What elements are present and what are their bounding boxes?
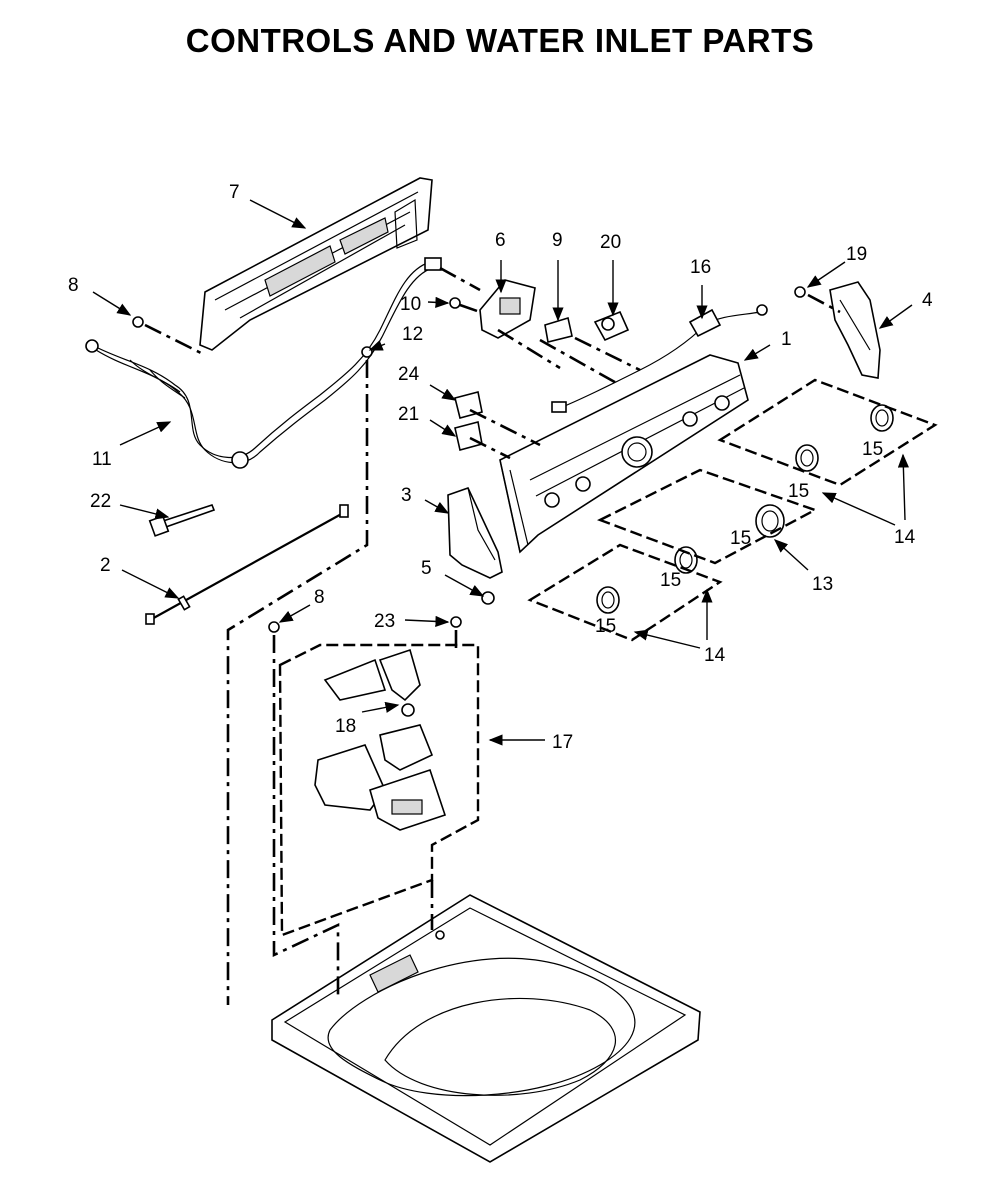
callout-15a: 15 <box>862 439 883 460</box>
callout-15c: 15 <box>730 528 751 549</box>
callout-8: 8 <box>68 275 79 296</box>
callout-5: 5 <box>421 558 432 579</box>
part-2-rod <box>145 504 349 625</box>
part-17-water-valve-box <box>278 643 480 937</box>
washer-top <box>271 894 701 1163</box>
callout-7: 7 <box>229 182 240 203</box>
callout-11: 11 <box>92 449 112 470</box>
part-1-console <box>499 354 749 554</box>
callout-2: 2 <box>100 555 111 576</box>
assembly-lines <box>144 266 841 1005</box>
callout-18: 18 <box>335 716 356 737</box>
part-16-sensor-wire <box>551 304 768 413</box>
part-4-end-bracket <box>794 281 881 379</box>
callout-20: 20 <box>600 232 621 253</box>
callout-6: 6 <box>495 230 506 251</box>
callout-9: 9 <box>552 230 563 251</box>
callout-8b: 8 <box>314 587 325 608</box>
callout-15d: 15 <box>660 570 681 591</box>
callout-13: 13 <box>812 574 833 595</box>
callout-24: 24 <box>398 364 420 385</box>
knob-kit-outlines <box>527 378 938 642</box>
callout-22: 22 <box>90 491 111 512</box>
callout-15b: 15 <box>788 481 809 502</box>
callout-1: 1 <box>781 329 792 350</box>
callout-16: 16 <box>690 257 711 278</box>
callout-labels: 7 8 11 22 2 10 12 6 9 20 16 1 19 4 24 21… <box>68 182 933 753</box>
callout-23: 23 <box>374 611 395 632</box>
callout-15e: 15 <box>595 616 616 637</box>
part-3-bracket <box>447 487 503 605</box>
callout-14b: 14 <box>704 645 726 666</box>
callout-21: 21 <box>398 404 419 425</box>
screw-parts <box>132 297 462 633</box>
part-11-wire-harness <box>85 257 442 469</box>
callout-14a: 14 <box>894 527 916 548</box>
callout-19: 19 <box>846 244 867 265</box>
callout-17: 17 <box>552 732 573 753</box>
part-22-tie-strap <box>148 504 216 537</box>
callout-3: 3 <box>401 485 412 506</box>
callout-4: 4 <box>922 290 933 311</box>
callout-10: 10 <box>400 294 421 315</box>
diagram-title: CONTROLS AND WATER INLET PARTS <box>185 22 815 59</box>
callout-12: 12 <box>402 324 423 345</box>
leader-arrows <box>92 199 913 746</box>
part-7-rear-panel <box>199 177 433 351</box>
